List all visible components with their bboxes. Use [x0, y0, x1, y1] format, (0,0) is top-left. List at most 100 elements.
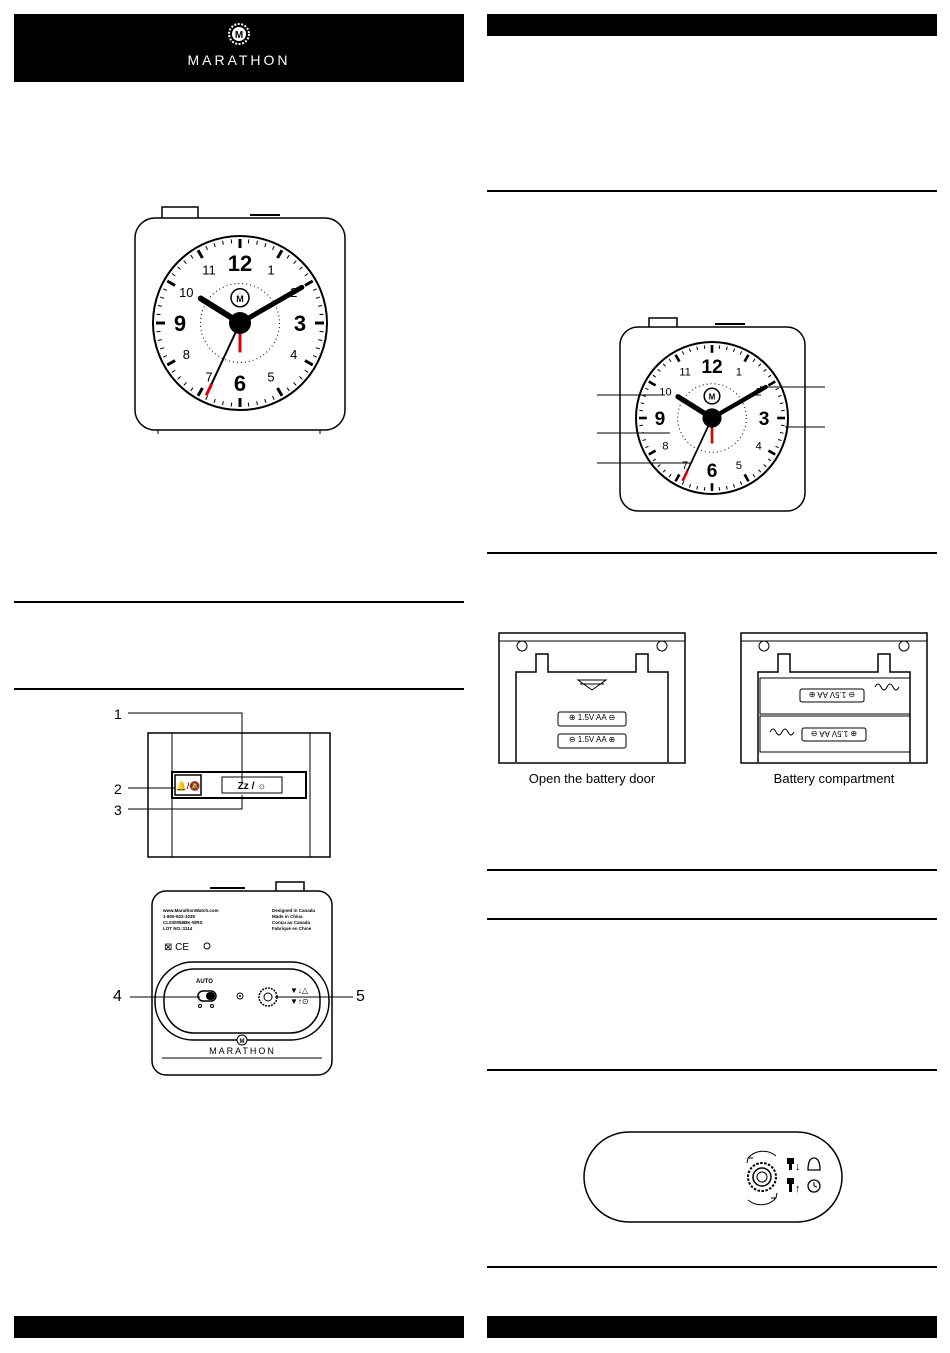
minute-hand — [237, 284, 305, 326]
tick-mark — [196, 387, 204, 397]
tick-mark — [159, 296, 165, 299]
tick-mark — [222, 401, 224, 406]
tick-mark — [739, 481, 743, 485]
tick-mark — [171, 273, 176, 277]
bottom-bar-right — [487, 1316, 937, 1338]
back-info-designed: Designed in Canada — [272, 908, 316, 913]
caption-battery-compartment: Battery compartment — [773, 771, 895, 786]
tick-mark — [304, 359, 314, 367]
tick-mark — [213, 398, 216, 404]
battery-door-illustration: ⊕ 1.5V AA ⊖ ⊖ 1.5V AA ⊕ — [498, 632, 686, 764]
clock-numeral: 11 — [679, 367, 691, 379]
tick-mark — [312, 355, 317, 358]
tick-mark — [725, 346, 728, 351]
tick-mark — [668, 358, 672, 363]
tick-mark — [286, 254, 290, 259]
callout-4: 4 — [113, 988, 122, 1005]
callout-5: 5 — [356, 988, 365, 1005]
tick-mark — [648, 449, 657, 456]
tick-mark — [725, 485, 728, 490]
clock-numeral: 10 — [659, 386, 672, 398]
tick-mark — [256, 401, 258, 406]
tick-mark — [183, 260, 187, 264]
divider — [487, 1069, 937, 1071]
tick-mark — [652, 374, 657, 378]
svg-text:🔔/🔕: 🔔/🔕 — [176, 780, 201, 791]
clock-numeral: 6 — [707, 461, 718, 482]
tick-mark — [681, 351, 685, 355]
tick-mark — [652, 458, 657, 462]
tick-mark — [183, 382, 187, 386]
back-info-model: CL030058BK-WRS — [163, 920, 203, 925]
tick-mark — [767, 449, 776, 456]
clock-numeral: 5 — [267, 370, 274, 385]
tick-mark — [733, 483, 736, 488]
tick-mark — [662, 363, 666, 367]
tick-mark — [777, 394, 782, 397]
alarm-clock-parts-illustration: 121234567891011M — [597, 317, 825, 512]
tick-mark — [657, 368, 661, 372]
back-panel: ▼↓△ ▼↑⊙ M ⊠ CE www.MarathonWatch.com 1-8… — [150, 880, 335, 1078]
caption-open-battery-door: Open the battery door — [528, 771, 656, 786]
tick-mark — [256, 240, 258, 245]
second-hand — [681, 417, 713, 482]
clock-numeral: 8 — [183, 347, 190, 362]
clock-numeral: 4 — [290, 347, 297, 362]
tick-mark — [767, 458, 772, 462]
tick-mark — [779, 402, 784, 405]
svg-text:▼↓△: ▼↓△ — [290, 986, 309, 995]
clock-numeral: 4 — [755, 440, 761, 452]
svg-text:Zz / ☼: Zz / ☼ — [238, 781, 267, 792]
header-banner: M MARATHON — [14, 14, 464, 82]
tick-mark — [739, 351, 743, 355]
battery-compartment-label-2: ⊕ 1.5V AA ⊖ — [810, 729, 858, 738]
tick-mark — [171, 369, 176, 373]
tick-mark — [304, 279, 314, 287]
tick-mark — [696, 485, 699, 490]
tick-mark — [763, 368, 767, 372]
second-hand — [205, 322, 241, 396]
tick-mark — [157, 339, 162, 341]
tick-mark — [743, 354, 750, 363]
tick-mark — [299, 376, 303, 380]
tick-mark — [163, 288, 168, 291]
tick-mark — [779, 431, 784, 434]
back-info-lot: LOT NO.:1114 — [163, 926, 193, 931]
back-info-fabrique: Fabriqué en Chine — [272, 926, 312, 931]
tick-mark — [159, 347, 165, 350]
tick-mark — [264, 242, 267, 248]
tick-mark — [767, 380, 776, 387]
clock-top-panel-illustration: 🔔/🔕 Zz / ☼ — [147, 732, 331, 858]
tick-mark — [648, 380, 657, 387]
back-info-website: www.MarathonWatch.com — [163, 908, 219, 913]
tick-mark — [657, 464, 661, 468]
divider — [487, 869, 937, 871]
tick-mark — [318, 339, 323, 341]
tick-mark — [166, 359, 176, 367]
tick-mark — [642, 439, 647, 442]
back-info-phone: 1-800-922-1035 — [163, 914, 196, 919]
clock-numeral: 9 — [655, 409, 666, 430]
tick-mark — [304, 369, 309, 373]
tick-mark — [196, 249, 204, 259]
divider — [14, 688, 464, 690]
clock-numeral: 12 — [228, 251, 252, 276]
battery-label-2: ⊖ 1.5V AA ⊕ — [568, 735, 616, 744]
svg-text:M: M — [235, 30, 243, 41]
tick-mark — [668, 473, 672, 478]
tick-mark — [763, 464, 767, 468]
clock-logo-icon — [230, 288, 250, 308]
tick-mark — [645, 445, 649, 449]
tick-mark — [272, 395, 275, 400]
tick-mark — [293, 382, 297, 386]
tick-mark — [642, 394, 647, 397]
tick-mark — [213, 242, 216, 248]
tick-mark — [315, 296, 321, 299]
divider — [487, 552, 937, 554]
auto-switch-label: AUTO — [196, 979, 213, 985]
svg-text:↑: ↑ — [795, 1183, 801, 1195]
tick-mark — [645, 387, 649, 391]
tick-mark — [775, 445, 779, 449]
back-brand: MARATHON — [209, 1046, 276, 1056]
tick-mark — [276, 387, 284, 397]
